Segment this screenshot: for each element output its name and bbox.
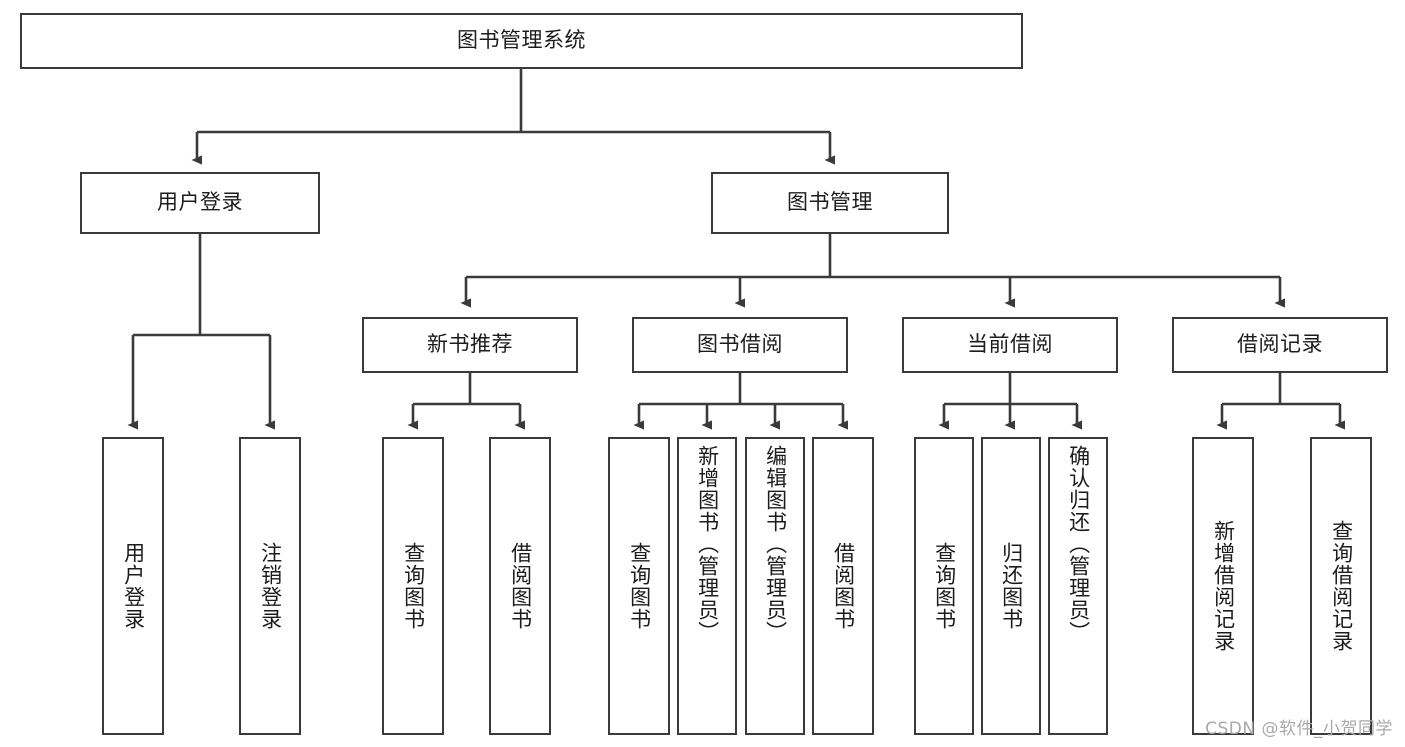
node-borrowing-records[interactable]: 借阅记录 (1172, 317, 1388, 373)
node-label: 图书管理系统 (457, 28, 586, 53)
node-label: 新增借阅记录 (1211, 520, 1236, 652)
leaf-confirm-return-admin[interactable]: 确认归还（管理员） (1048, 437, 1108, 735)
node-new-book-recommendation[interactable]: 新书推荐 (362, 317, 578, 373)
node-label: 确认归还（管理员） (1066, 445, 1091, 643)
csdn-watermark: CSDN @软件_小贺同学 (1205, 719, 1393, 739)
leaf-query-borrow-record[interactable]: 查询借阅记录 (1310, 437, 1372, 735)
leaf-borrow-book-borrow[interactable]: 借阅图书 (812, 437, 874, 735)
node-root-library-system[interactable]: 图书管理系统 (20, 13, 1023, 69)
node-label: 编辑图书（管理员） (763, 445, 788, 643)
node-label: 用户登录 (157, 190, 243, 215)
node-user-login[interactable]: 用户登录 (80, 172, 320, 234)
node-label: 新增图书（管理员） (695, 445, 720, 643)
node-label: 查询借阅记录 (1329, 520, 1354, 652)
node-label: 借阅记录 (1237, 332, 1323, 357)
leaf-query-book-newbook[interactable]: 查询图书 (382, 437, 444, 735)
node-label: 图书管理 (787, 190, 873, 215)
node-label: 借阅图书 (831, 542, 856, 630)
node-label: 当前借阅 (967, 332, 1053, 357)
node-current-borrowing[interactable]: 当前借阅 (902, 317, 1118, 373)
leaf-user-login[interactable]: 用户登录 (102, 437, 164, 735)
node-label: 查询图书 (401, 542, 426, 630)
leaf-add-book-admin[interactable]: 新增图书（管理员） (677, 437, 737, 735)
node-label: 用户登录 (121, 542, 146, 630)
node-book-borrowing[interactable]: 图书借阅 (632, 317, 848, 373)
node-label: 注销登录 (258, 542, 283, 630)
node-label: 归还图书 (999, 542, 1024, 630)
node-label: 查询图书 (932, 542, 957, 630)
node-label: 借阅图书 (508, 542, 533, 630)
leaf-borrow-book-newbook[interactable]: 借阅图书 (489, 437, 551, 735)
node-label: 图书借阅 (697, 332, 783, 357)
leaf-query-book-current[interactable]: 查询图书 (914, 437, 974, 735)
node-label: 新书推荐 (427, 332, 513, 357)
node-label: 查询图书 (627, 542, 652, 630)
leaf-add-borrow-record[interactable]: 新增借阅记录 (1192, 437, 1254, 735)
leaf-query-book-borrow[interactable]: 查询图书 (608, 437, 670, 735)
node-book-management[interactable]: 图书管理 (711, 172, 949, 234)
leaf-edit-book-admin[interactable]: 编辑图书（管理员） (745, 437, 805, 735)
leaf-return-book[interactable]: 归还图书 (981, 437, 1041, 735)
leaf-logout-login[interactable]: 注销登录 (239, 437, 301, 735)
